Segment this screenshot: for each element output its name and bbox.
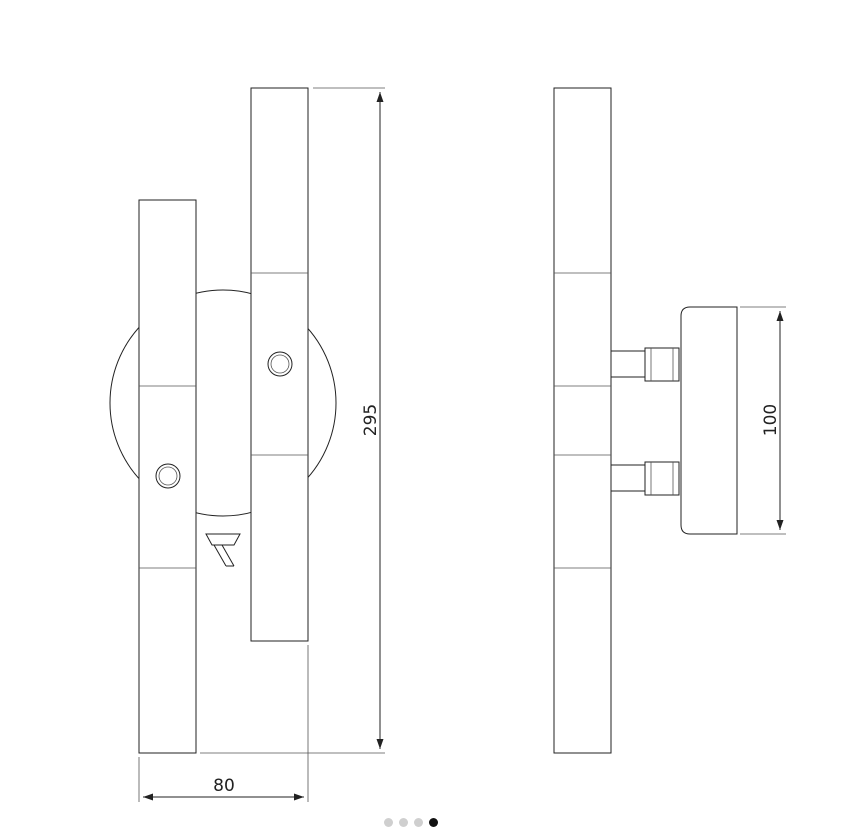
height-dimension-label: 295	[361, 404, 381, 436]
left-tube-knob	[155, 463, 181, 489]
wall-plate-circle	[109, 289, 337, 517]
carousel-dot[interactable]	[399, 818, 408, 827]
side-tube	[553, 87, 612, 754]
carousel-pagination	[384, 818, 438, 828]
carousel-dot[interactable]	[384, 818, 393, 827]
side-view: 100	[553, 87, 786, 754]
wall-mount-box	[680, 306, 738, 535]
depth-dimension-label: 100	[761, 404, 781, 436]
width-dimension: 80	[138, 645, 309, 802]
left-tube	[138, 199, 197, 754]
right-tube-knob	[267, 351, 293, 377]
right-tube	[250, 87, 309, 642]
width-dimension-label: 80	[213, 776, 235, 796]
upper-connector-arm	[610, 347, 680, 382]
front-view: 295 80	[109, 87, 385, 802]
toggle-switch-icon	[205, 533, 241, 567]
carousel-dot[interactable]	[414, 818, 423, 827]
height-dimension: 295	[200, 87, 385, 754]
carousel-dot[interactable]	[429, 818, 438, 827]
depth-dimension: 100	[740, 306, 786, 535]
lower-connector-arm	[610, 461, 680, 496]
